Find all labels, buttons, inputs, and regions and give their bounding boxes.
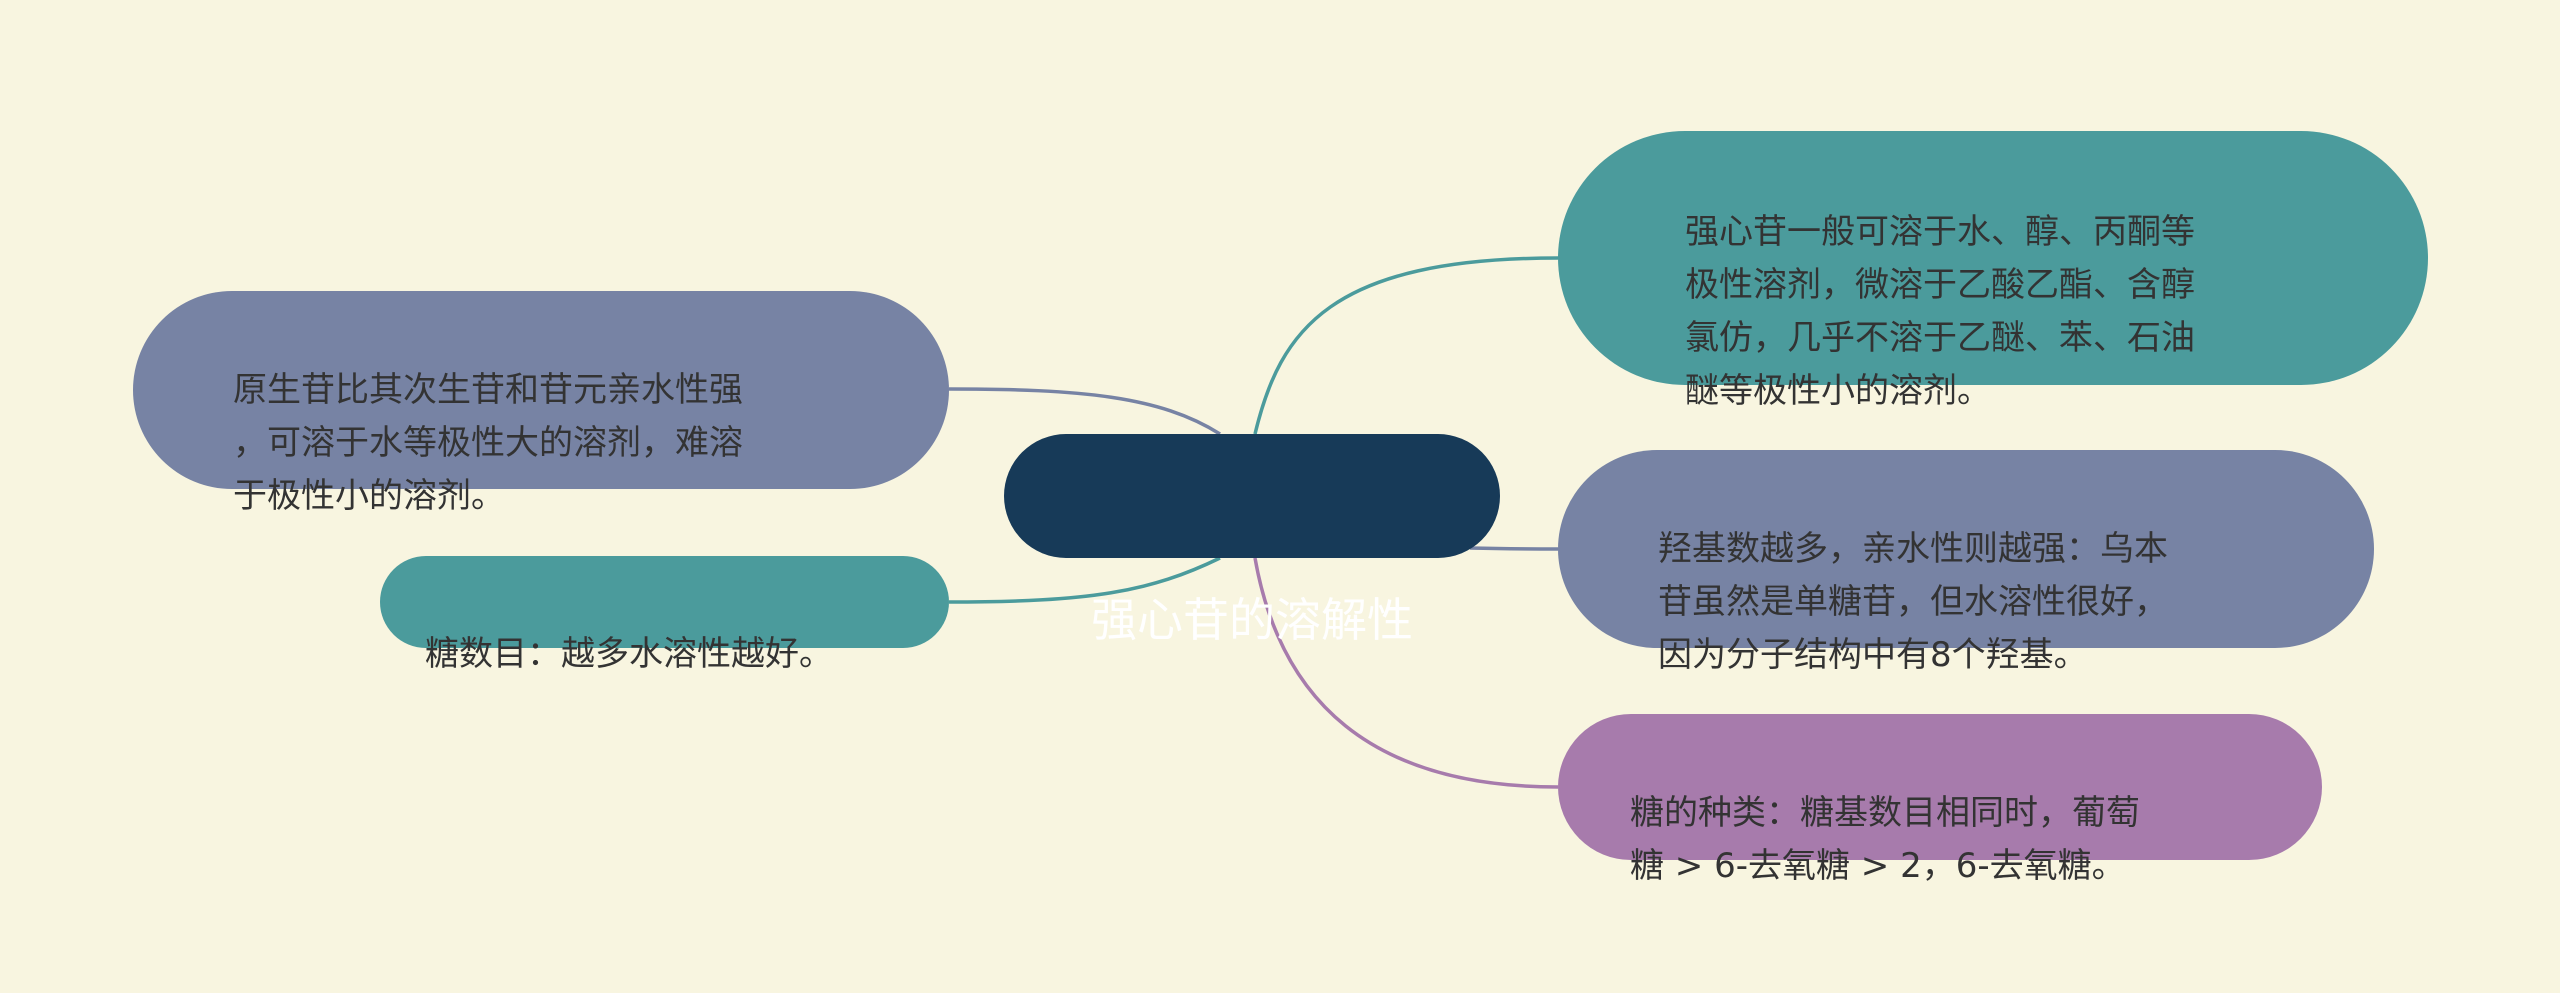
topic-node-text: 糖数目：越多水溶性越好。 xyxy=(425,634,833,674)
topic-node-sugar-count[interactable]: 糖数目：越多水溶性越好。 xyxy=(380,556,949,674)
topic-node-text: 糖的种类：糖基数目相同时，葡萄 糖 > 6-去氧糖 > 2，6-去氧糖。 xyxy=(1630,793,2140,886)
topic-node-text: 羟基数越多，亲水性则越强：乌本 苷虽然是单糖苷，但水溶性很好， 因为分子结构中有… xyxy=(1658,529,2168,675)
topic-node-sugar-type[interactable]: 糖的种类：糖基数目相同时，葡萄 糖 > 6-去氧糖 > 2，6-去氧糖。 xyxy=(1558,714,2322,886)
connector-right-1 xyxy=(1253,256,1559,435)
center-topic[interactable]: 强心苷的溶解性 xyxy=(1004,434,1500,647)
topic-node-solvents[interactable]: 强心苷一般可溶于水、醇、丙酮等 极性溶剂，微溶于乙酸乙酯、含醇 氯仿，几乎不溶于… xyxy=(1558,131,2428,411)
center-topic-label: 强心苷的溶解性 xyxy=(1091,593,1413,647)
connector-left-1 xyxy=(948,387,1221,436)
topic-node-hydrophilicity[interactable]: 原生苷比其次生苷和苷元亲水性强 ，可溶于水等极性大的溶剂，难溶 于极性小的溶剂。 xyxy=(133,291,949,516)
connector-left-2 xyxy=(948,556,1221,604)
connector-right-3 xyxy=(1253,557,1559,789)
topic-node-hydroxyl-count[interactable]: 羟基数越多，亲水性则越强：乌本 苷虽然是单糖苷，但水溶性很好， 因为分子结构中有… xyxy=(1558,450,2374,675)
topic-node-text: 原生苷比其次生苷和苷元亲水性强 ，可溶于水等极性大的溶剂，难溶 于极性小的溶剂。 xyxy=(233,370,743,516)
topic-node-text: 强心苷一般可溶于水、醇、丙酮等 极性溶剂，微溶于乙酸乙酯、含醇 氯仿，几乎不溶于… xyxy=(1685,212,2195,411)
